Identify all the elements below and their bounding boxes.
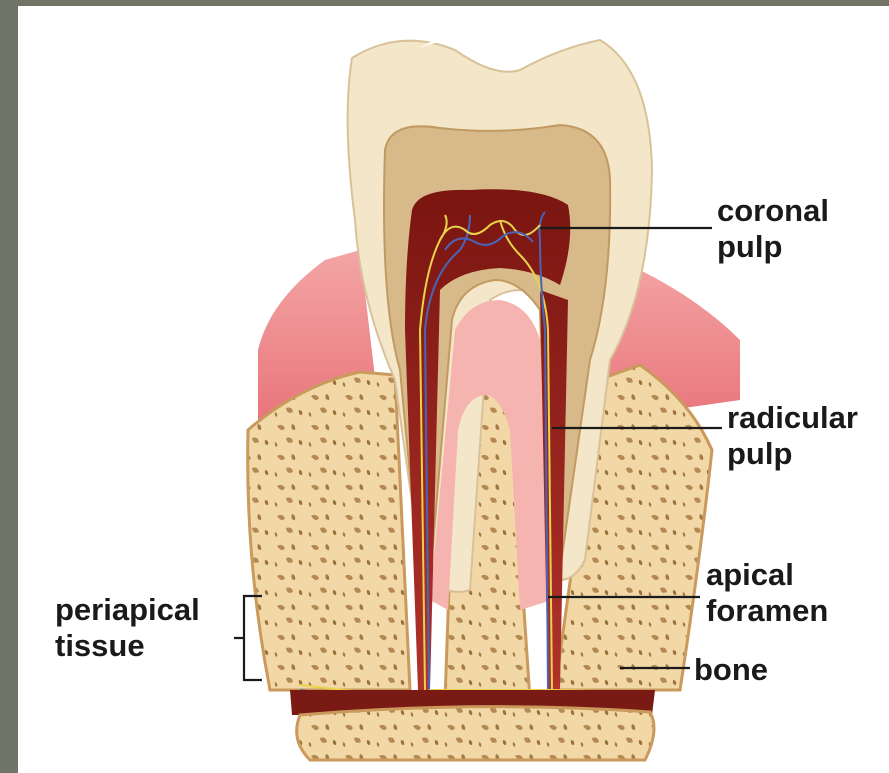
label-coronal-pulp: coronal pulp	[717, 193, 829, 265]
label-periapical-tissue-line2: tissue	[55, 628, 200, 664]
label-periapical-tissue-line1: periapical	[55, 592, 200, 628]
label-coronal-pulp-line2: pulp	[717, 229, 829, 265]
label-radicular-pulp-line1: radicular	[727, 400, 858, 436]
label-radicular-pulp: radicular pulp	[727, 400, 858, 472]
label-periapical-tissue: periapical tissue	[55, 592, 200, 664]
label-apical-foramen-line1: apical	[706, 557, 828, 593]
label-apical-foramen-line2: foramen	[706, 593, 828, 629]
bone-left	[248, 372, 410, 690]
label-coronal-pulp-line1: coronal	[717, 193, 829, 229]
bone-base	[297, 707, 654, 760]
label-bone: bone	[694, 652, 768, 688]
label-apical-foramen: apical foramen	[706, 557, 828, 629]
label-radicular-pulp-line2: pulp	[727, 436, 858, 472]
